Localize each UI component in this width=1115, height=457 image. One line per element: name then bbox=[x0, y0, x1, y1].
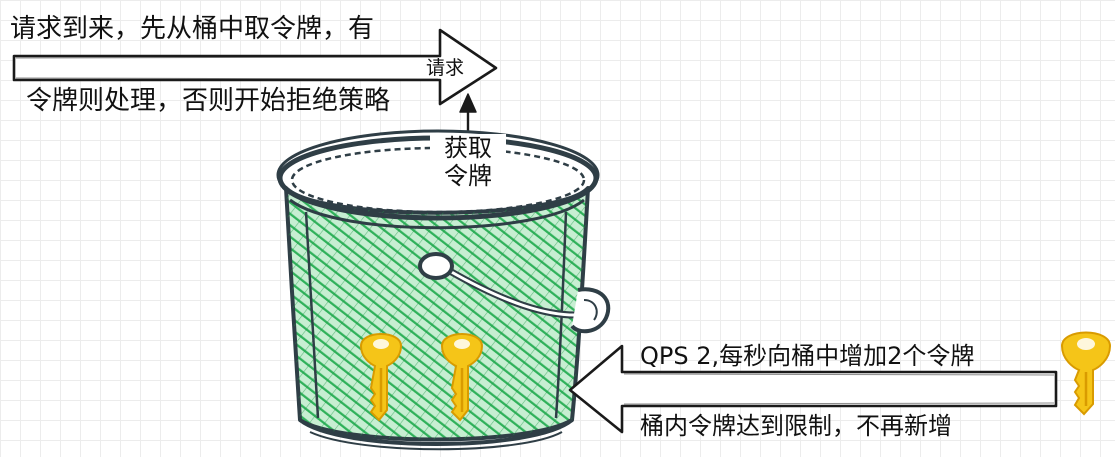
acquire-token-label: 获取 令牌 bbox=[430, 134, 506, 190]
limit-label: 桶内令牌达到限制，不再新增 bbox=[640, 412, 952, 440]
qps-label: QPS 2,每秒向桶中增加2个令牌 bbox=[640, 342, 975, 370]
request-arrow-label: 请求 bbox=[426, 57, 465, 79]
key-icon-middle bbox=[440, 333, 484, 422]
key-icon-right bbox=[1060, 331, 1112, 416]
top-description-line2: 令牌则处理，否则开始拒绝策略 bbox=[26, 86, 391, 116]
acquire-token-line1: 获取 bbox=[444, 134, 492, 162]
top-description-line1: 请求到来，先从桶中取令牌，有 bbox=[10, 14, 375, 44]
acquire-token-line2: 令牌 bbox=[444, 162, 492, 190]
key-icon-left bbox=[359, 333, 403, 422]
bucket-icon bbox=[276, 129, 611, 451]
request-arrow bbox=[12, 28, 498, 106]
refill-arrow bbox=[568, 344, 1058, 434]
